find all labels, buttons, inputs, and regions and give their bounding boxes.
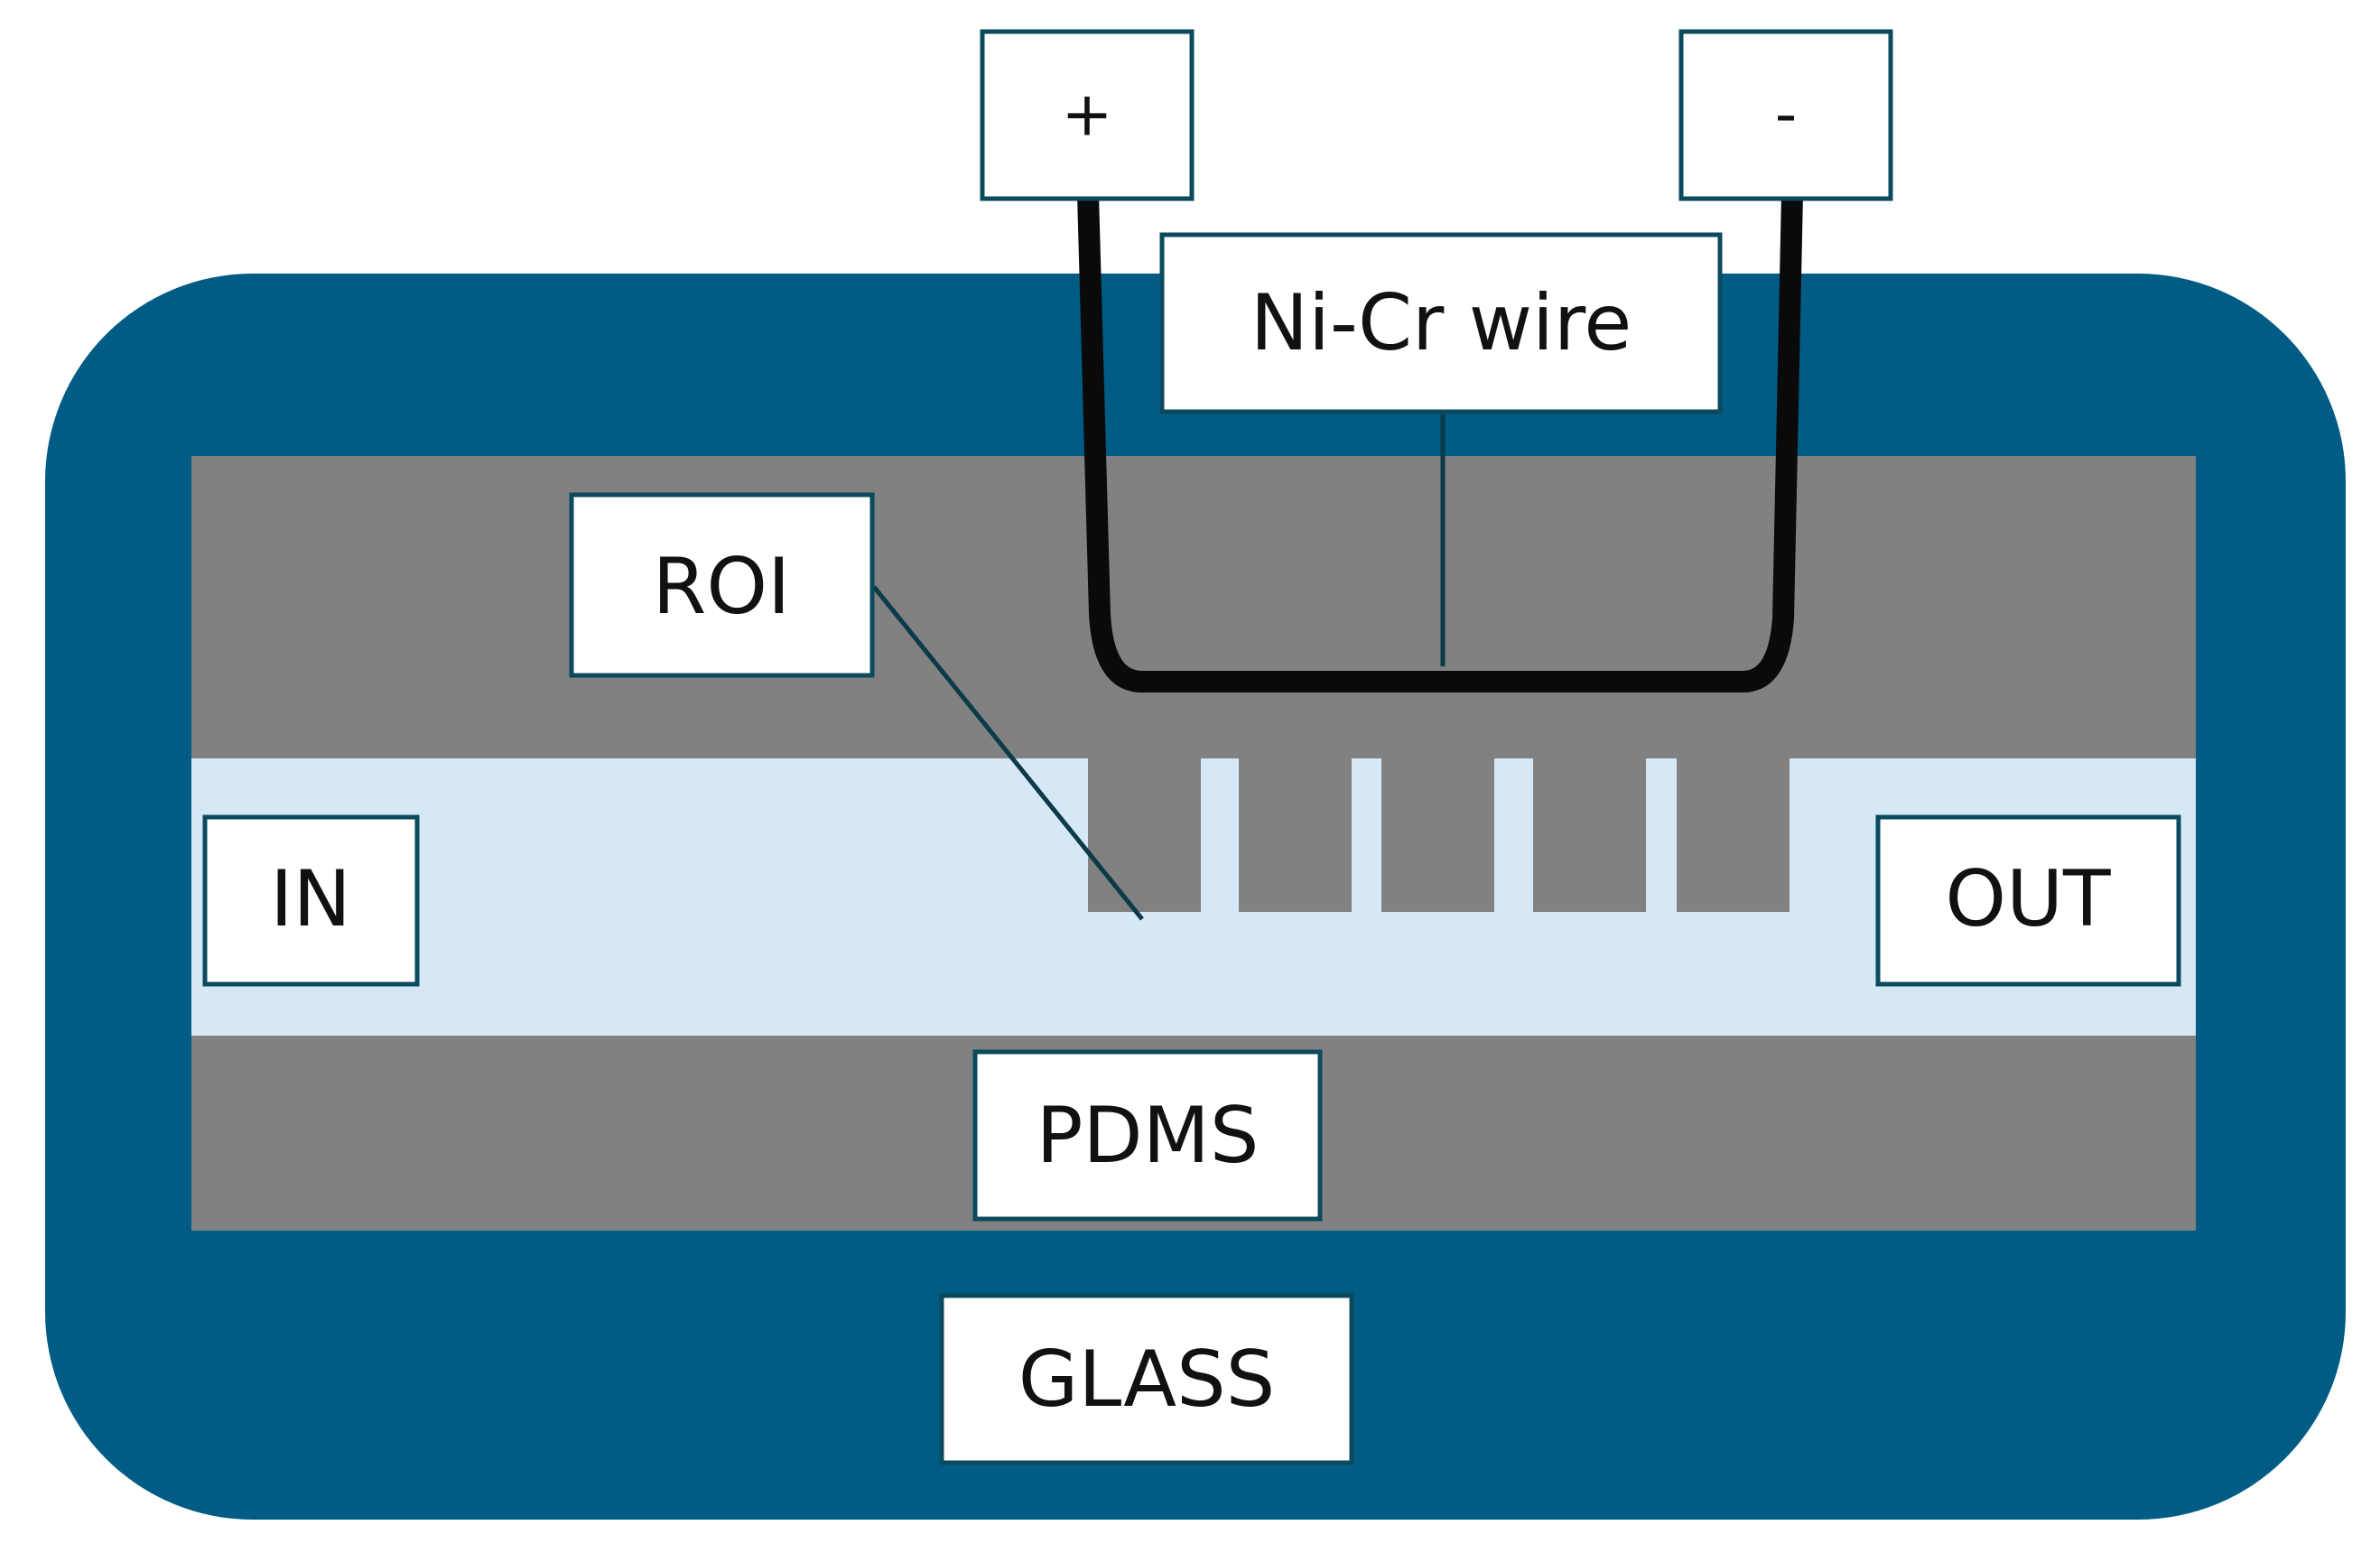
positive-terminal-label: + [1062, 79, 1113, 151]
wire-label-box: Ni-Cr wire [1159, 232, 1723, 414]
nicr-wire [1077, 183, 1803, 693]
roi-leader-line [872, 585, 1144, 921]
outlet-label: OUT [1945, 854, 2111, 944]
outlet-label-box: OUT [1875, 814, 2181, 987]
wire-label: Ni-Cr wire [1250, 278, 1632, 368]
roi-label: ROI [653, 542, 791, 632]
pillar [1088, 758, 1201, 912]
roi-label-box: ROI [569, 492, 875, 678]
pillar [1381, 758, 1494, 912]
positive-terminal: + [980, 29, 1195, 201]
glass-label-box: GLASS [939, 1293, 1354, 1465]
pillar-array [1088, 758, 1790, 912]
pdms-label: PDMS [1037, 1091, 1260, 1181]
pillar [1677, 758, 1790, 912]
inlet-label: IN [270, 854, 351, 944]
pillar [1239, 758, 1352, 912]
pdms-label-box: PDMS [972, 1049, 1323, 1222]
inlet-label-box: IN [202, 814, 420, 987]
pillar [1533, 758, 1646, 912]
negative-terminal: - [1678, 29, 1893, 201]
negative-terminal-label: - [1775, 79, 1798, 151]
glass-label: GLASS [1018, 1334, 1276, 1425]
